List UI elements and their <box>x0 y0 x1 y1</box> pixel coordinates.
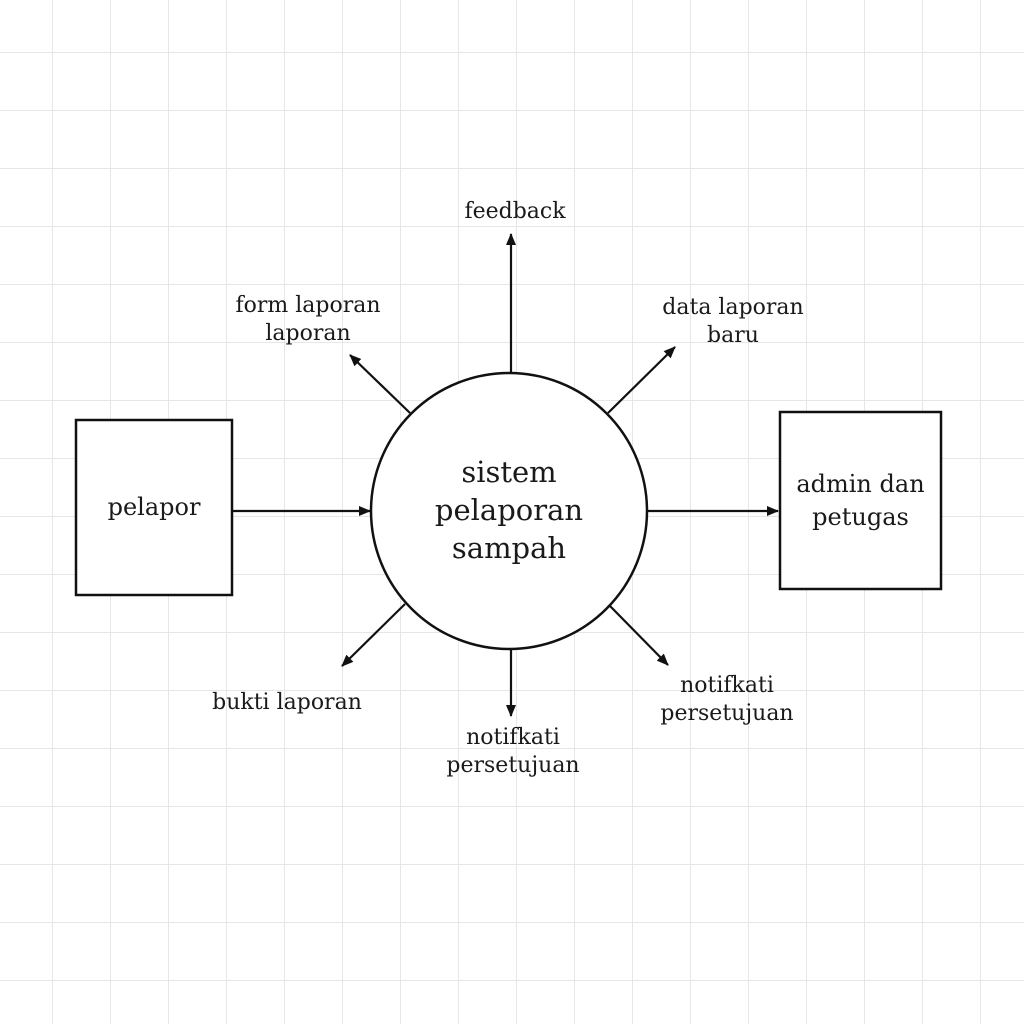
flow-notifkati-bottom-text-line-1: notifkati <box>466 725 560 750</box>
flow-feedback-label: feedback <box>435 198 595 226</box>
entity-admin-text-line-1: admin dan <box>796 470 925 499</box>
flow-notifkati-right-text-line-2: persetujuan <box>660 700 794 726</box>
flow-data-laporan-baru-label: data laporan baru <box>643 294 823 349</box>
flow-data-laporan-baru-text-line-1: data laporan <box>662 295 804 320</box>
flow-notifkati-right-arrow <box>609 605 669 666</box>
entity-admin-label: admin dan petugas <box>780 412 941 589</box>
flow-form-laporan-arrow <box>349 354 411 414</box>
flow-bukti-laporan-text: bukti laporan <box>212 690 362 715</box>
process-label: sistem pelaporan sampah <box>400 441 618 581</box>
flow-form-laporan-text-line-2: laporan <box>265 320 351 346</box>
flow-form-laporan-text-line-1: form laporan <box>235 293 381 318</box>
flow-data-laporan-baru-text-line-2: baru <box>707 322 759 348</box>
entity-pelapor-text: pelapor <box>107 493 201 522</box>
entity-pelapor-label: pelapor <box>76 420 232 595</box>
flow-form-laporan-label: form laporan laporan <box>218 292 398 347</box>
entity-admin-box[interactable] <box>778 410 943 591</box>
entity-admin-text-line-2: petugas <box>812 502 909 531</box>
flow-bukti-laporan-label: bukti laporan <box>197 689 377 717</box>
flow-notifkati-right-label: notifkati persetujuan <box>637 672 817 727</box>
flow-notifkati-right-text-line-1: notifkati <box>680 673 774 698</box>
flow-notifkati-bottom-label: notifkati persetujuan <box>423 724 603 779</box>
process-circle[interactable] <box>369 371 649 651</box>
process-label-line-2: pelaporan <box>434 493 584 528</box>
entity-pelapor-box[interactable] <box>74 418 234 597</box>
flow-data-laporan-baru-arrow <box>607 346 676 414</box>
flow-notifkati-bottom-text-line-2: persetujuan <box>446 752 580 778</box>
flow-feedback-text: feedback <box>464 199 566 224</box>
flow-bukti-laporan-arrow <box>341 603 406 667</box>
process-label-line-3: sampah <box>451 530 567 565</box>
process-label-line-1: sistem <box>461 455 557 490</box>
